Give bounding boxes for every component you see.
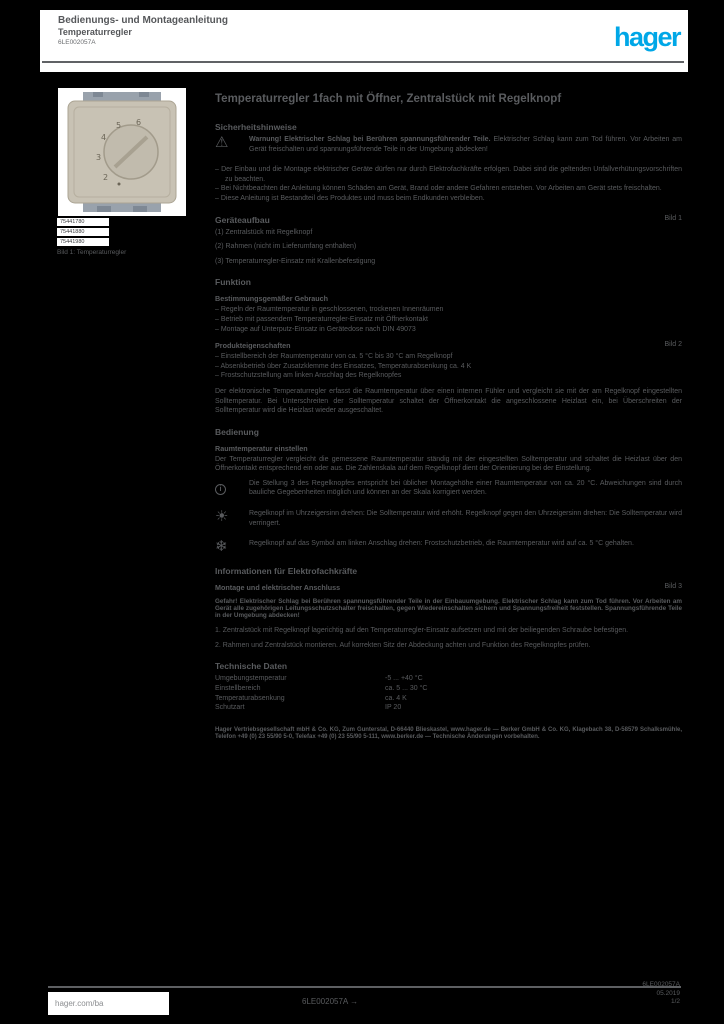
tech-row: Temperaturabsenkung ca. 4 K: [215, 694, 682, 704]
footer-website-link[interactable]: hager.com/ba: [48, 992, 169, 1015]
operation-item-frost: ❄ Regelknopf auf das Symbol am linken An…: [215, 539, 682, 555]
note-text: Die Stellung 3 des Regelknopfes entspric…: [249, 479, 682, 497]
safety-bullet: – Diese Anleitung ist Bestandteil des Pr…: [215, 194, 485, 202]
tech-row: Schutzart IP 20: [215, 703, 682, 713]
property-bullet: – Absenkbetrieb über Zusatzklemme des Ei…: [215, 362, 472, 370]
dial-number-2: 2: [103, 173, 108, 182]
sun-icon: ☀: [215, 508, 229, 526]
use-bullet: – Regeln der Raumtemperatur in geschloss…: [215, 306, 444, 314]
heading-device-label: Geräteaufbau: [215, 214, 270, 225]
product-photo: 2 3 4 5 6: [58, 88, 186, 216]
properties-list: – Einstellbereich der Raumtemperatur von…: [215, 352, 682, 381]
property-bullet: – Frostschutzstellung am linken Anschlag…: [215, 372, 402, 380]
heading-technical-data: Technische Daten: [215, 661, 288, 672]
tech-value: ca. 5 ... 30 °C: [385, 685, 428, 693]
danger-box: Gefahr! Elektrischer Schlag bei Berühren…: [215, 598, 682, 620]
warning-text: Warnung! Elektrischer Schlag bei Berühre…: [249, 135, 682, 154]
safety-bullet: – Der Einbau und die Montage elektrische…: [215, 166, 682, 183]
tech-row: Einstellbereich ca. 5 ... 30 °C: [215, 684, 682, 694]
thermostat-illustration: 2 3 4 5 6: [67, 92, 177, 212]
document-header: Bedienungs- und Montageanleitung Tempera…: [58, 15, 228, 47]
warning-block: ⚠ Warnung! Elektrischer Schlag bei Berüh…: [215, 134, 682, 159]
device-line: (3) Temperaturregler-Einsatz mit Krallen…: [215, 257, 376, 265]
arrow-right-icon: →: [350, 997, 359, 1006]
figure-ref-3: Bild 3: [664, 583, 682, 591]
operation-item-comfort-text: Regelknopf im Uhrzeigersinn drehen: Die …: [249, 510, 682, 527]
safety-bullet-list: – Der Einbau und die Montage elektrische…: [215, 165, 682, 203]
footer-date: 05.2019: [656, 989, 681, 997]
tech-value: ca. 4 K: [385, 694, 407, 702]
article-ref: 75441780: [57, 218, 109, 226]
footer-ref: 6LE002057A: [642, 981, 680, 988]
footer-rule: [48, 986, 681, 988]
tech-value: IP 20: [385, 704, 402, 712]
footer-page-number: 1/2: [670, 998, 680, 1005]
heading-electricians: Informationen für Elektrofachkräfte: [215, 566, 358, 577]
warning-triangle-icon: ⚠: [215, 134, 229, 151]
warning-body: Elektrischer Schlag kann zum Tod führen.…: [249, 136, 682, 153]
heading-properties-label: Produkteigenschaften: [215, 341, 291, 351]
property-bullet: – Einstellbereich der Raumtemperatur von…: [215, 353, 453, 361]
header-doc-number: 6LE002057A: [58, 39, 96, 46]
header-rule: [42, 61, 684, 63]
header-title-line1: Bedienungs- und Montageanleitung: [58, 15, 228, 26]
function-intro: Der elektronische Temperaturregler erfas…: [215, 387, 682, 415]
heading-properties: Bild 2 Produkteigenschaften: [215, 341, 682, 350]
footer-doc-number-text: 6LE002057A: [302, 997, 348, 1006]
tech-key: Schutzart: [215, 704, 245, 712]
footer-doc-number: 6LE002057A →: [302, 997, 358, 1006]
use-bullet: – Betrieb mit passendem Temperaturregler…: [215, 315, 428, 323]
install-step: 2. Rahmen und Zentralstück montieren. Au…: [215, 641, 591, 649]
photo-caption: Bild 1: Temperaturregler: [57, 249, 127, 256]
dial-number-5: 5: [116, 121, 121, 130]
heading-intended-use: Bestimmungsgemäßer Gebrauch: [215, 294, 329, 304]
tech-key: Einstellbereich: [215, 685, 261, 693]
info-icon-glyph: i: [215, 483, 226, 495]
article-ref: 75441980: [57, 238, 109, 246]
device-line: (2) Rahmen (nicht im Lieferumfang enthal…: [215, 243, 357, 251]
heading-safety: Sicherheitshinweise: [215, 122, 297, 132]
heading-set-temperature: Raumtemperatur einstellen: [215, 443, 308, 453]
figure-ref-2: Bild 2: [664, 341, 682, 349]
heading-operation: Bedienung: [215, 426, 259, 437]
page-title: Temperaturregler 1fach mit Öffner, Zentr…: [215, 93, 562, 105]
info-icon: i: [215, 479, 249, 503]
tech-row: Umgebungstemperatur -5 ... +40 °C: [215, 674, 682, 684]
safety-bullet: – Bei Nichtbeachten der Anleitung können…: [215, 185, 662, 193]
hager-logo: hager: [613, 22, 682, 52]
install-step: 1. Zentralstück mit Regelknopf lagericht…: [215, 627, 629, 635]
tech-value: -5 ... +40 °C: [385, 675, 423, 683]
intended-use-list: – Regeln der Raumtemperatur in geschloss…: [215, 305, 682, 334]
main-column: Temperaturregler 1fach mit Öffner, Zentr…: [215, 88, 682, 740]
heading-function: Funktion: [215, 277, 251, 288]
device-line: (1) Zentralstück mit Regelknopf: [215, 228, 313, 236]
footer-page-info: 6LE002057A 05.2019 1/2: [642, 981, 680, 1007]
dial-number-3: 3: [96, 153, 101, 162]
operation-item-frost-text: Regelknopf auf das Symbol am linken Ansc…: [249, 540, 634, 548]
heading-device: Bild 1 Geräteaufbau: [215, 215, 682, 225]
tech-key: Umgebungstemperatur: [215, 675, 287, 683]
heading-mounting: Bild 3 Montage und elektrischer Anschlus…: [215, 583, 682, 592]
header-band: Bedienungs- und Montageanleitung Tempera…: [40, 10, 688, 72]
operation-intro: Der Temperaturregler vergleicht die geme…: [215, 455, 682, 473]
use-bullet: – Montage auf Unterputz-Einsatz in Gerät…: [215, 325, 416, 333]
dial-number-6: 6: [136, 118, 141, 127]
tech-key: Temperaturabsenkung: [215, 694, 285, 702]
note-block: i Die Stellung 3 des Regelknopfes entspr…: [215, 479, 682, 503]
header-title-line2: Temperaturregler: [58, 27, 132, 37]
snowflake-icon: ❄: [215, 538, 228, 556]
heading-mounting-label: Montage und elektrischer Anschluss: [215, 583, 341, 593]
figure-ref-1: Bild 1: [664, 214, 682, 222]
dial-number-4: 4: [101, 133, 106, 142]
operation-item-comfort: ☀ Regelknopf im Uhrzeigersinn drehen: Di…: [215, 509, 682, 533]
article-ref: 75441880: [57, 228, 109, 236]
warning-lead: Warnung! Elektrischer Schlag bei Berühre…: [249, 136, 491, 143]
article-reference-box: 75441780 75441880 75441980: [57, 218, 109, 248]
manufacturer-address: Hager Vertriebsgesellschaft mbH & Co. KG…: [215, 726, 682, 740]
